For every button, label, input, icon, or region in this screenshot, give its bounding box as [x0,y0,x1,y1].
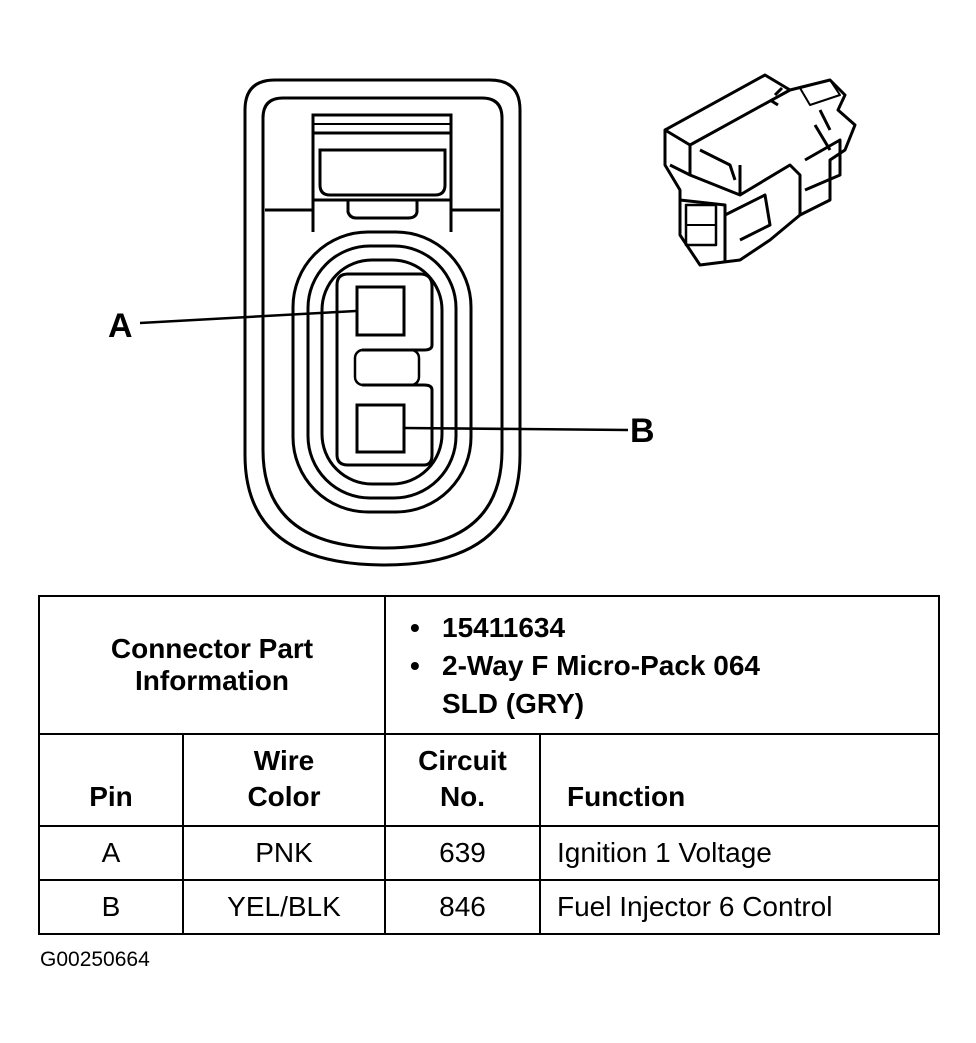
col-header-pin: Pin [38,733,184,827]
col-header-circuit: Circuit No. [384,733,541,827]
connector-part-heading: Connector Part Information [38,595,386,735]
function-cell: Fuel Injector 6 Control [538,879,941,935]
leader-line-a [139,309,357,325]
leader-line-b [403,426,629,432]
connector-diagram [139,73,857,567]
circuit-cell: 846 [384,879,541,935]
part-number: 15411634 [410,609,938,647]
wire-color-cell: PNK [182,825,386,881]
wire-color-line-2: Color [247,781,321,812]
callout-a: A [108,307,133,345]
heading-line-2: Information [135,665,289,696]
table-row: A PNK 639 Ignition 1 Voltage [38,825,941,881]
col-header-function: Function [538,733,941,827]
function-cell: Ignition 1 Voltage [538,825,941,881]
circuit-line-1: Circuit [418,745,507,776]
heading-line-1: Connector Part [110,633,314,664]
table-row: B YEL/BLK 846 Fuel Injector 6 Control [38,879,941,935]
connector-part-row: Connector Part Information 15411634 2-Wa… [38,595,941,735]
connector-info-table: Connector Part Information 15411634 2-Wa… [38,595,941,935]
column-header-row: Pin Wire Color Circuit No. Function [38,733,941,827]
col-header-wire-color: Wire Color [182,733,386,827]
part-description-line-2: SLD (GRY) [442,688,585,719]
wire-color-line-1: Wire [253,745,315,776]
part-description-line-1: 2-Way F Micro-Pack 064 [442,650,760,681]
figure-id: G00250664 [40,948,150,971]
connector-face-view [243,78,522,567]
circuit-line-2: No. [439,781,486,812]
connector-isometric-view [663,73,857,267]
wire-color-cell: YEL/BLK [182,879,386,935]
pin-cell: B [38,879,184,935]
pin-cell: A [38,825,184,881]
callout-b: B [630,412,655,450]
circuit-cell: 639 [384,825,541,881]
